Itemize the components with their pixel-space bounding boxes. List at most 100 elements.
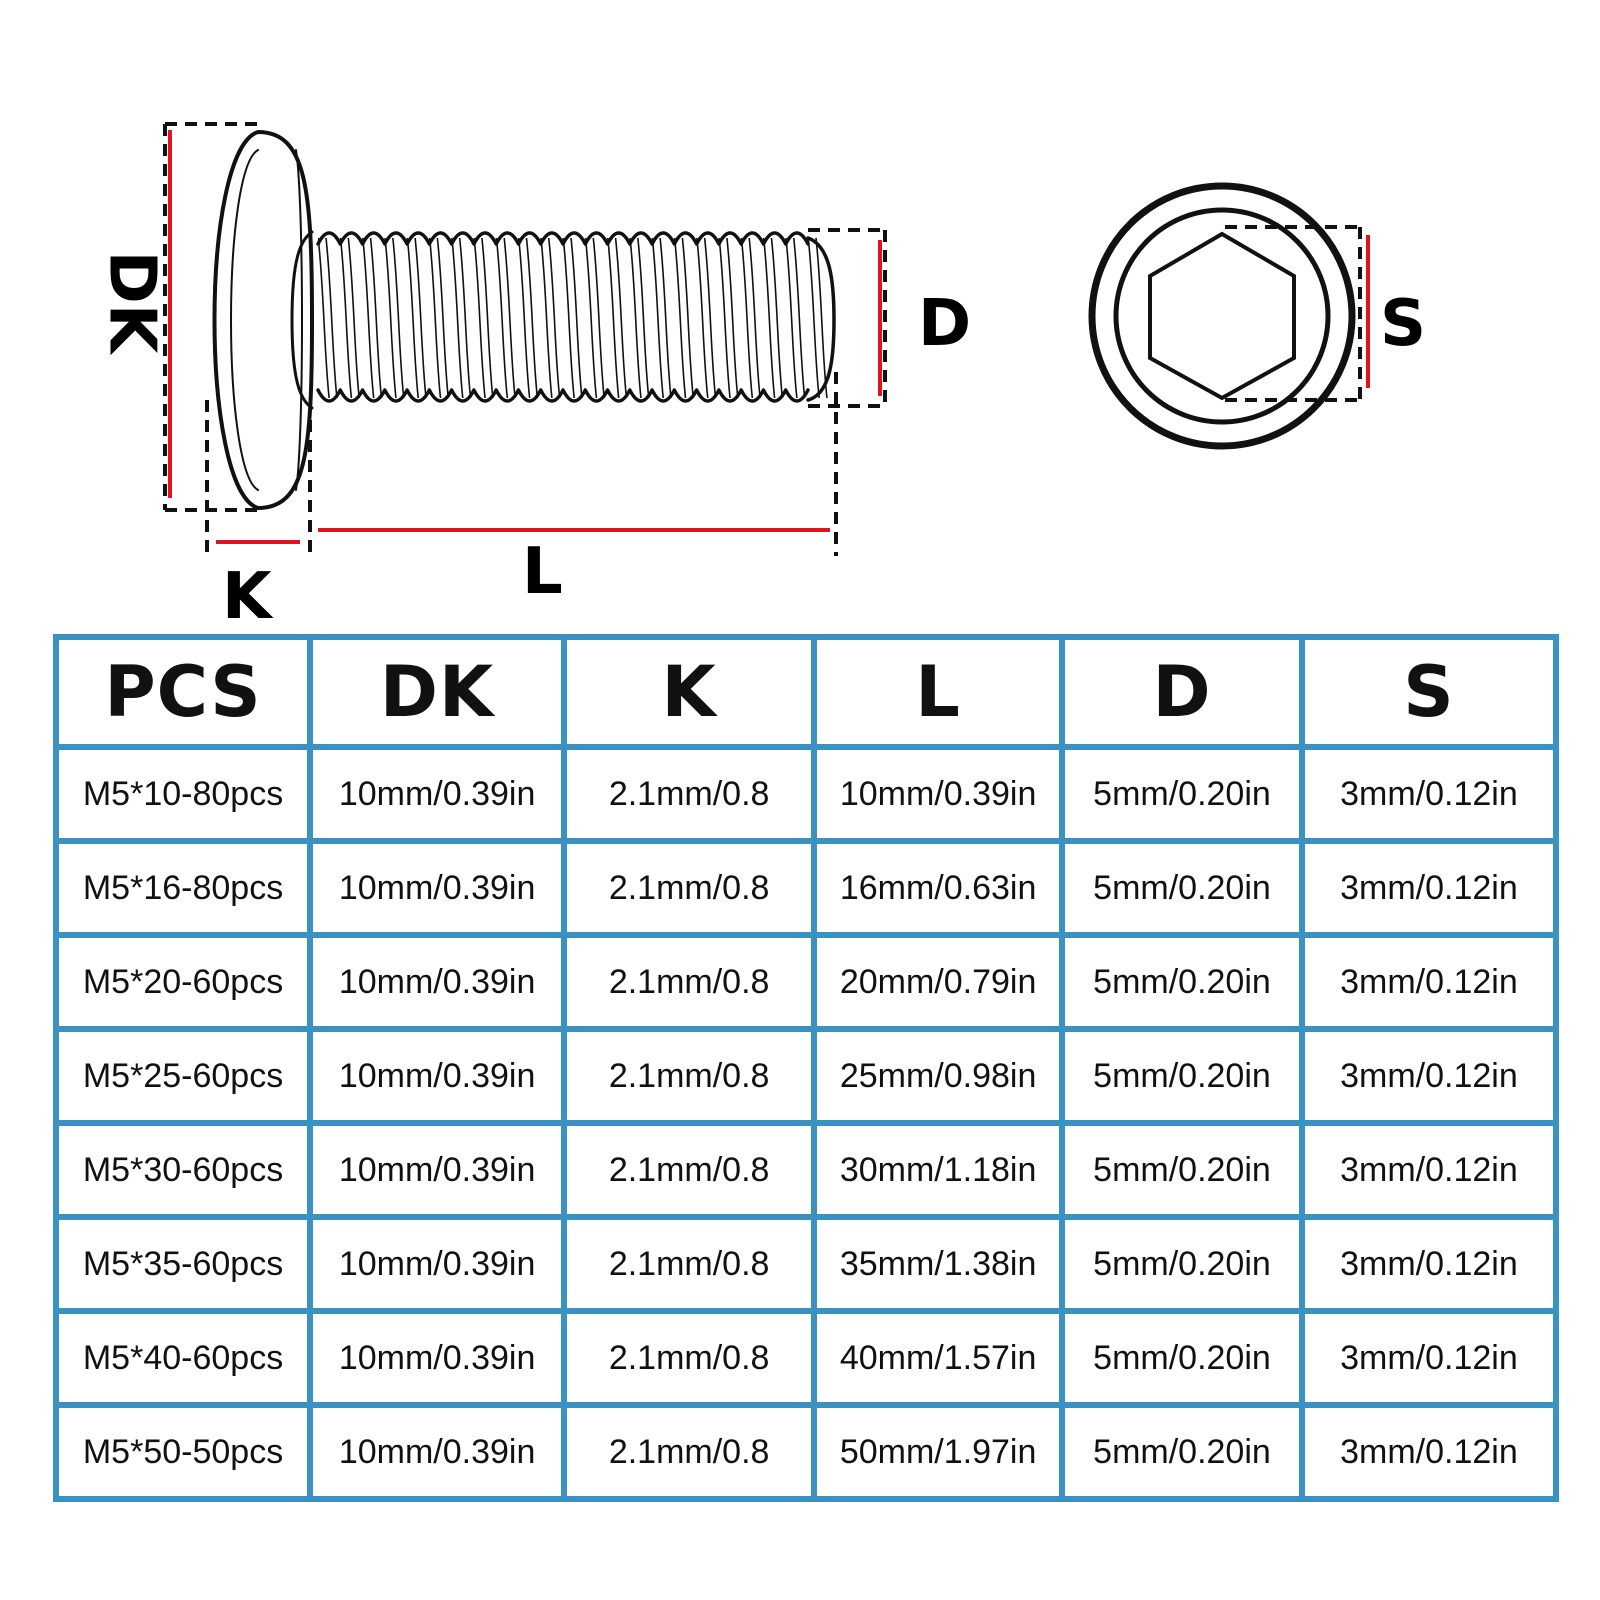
- thread-line: [681, 238, 695, 398]
- d-label: D: [918, 287, 972, 361]
- header-l: L: [811, 634, 1066, 750]
- spec-table: PCS DK K L D S M5*10-80pcs 10mm/0.39in 2…: [52, 634, 1560, 1502]
- head-end-view-outer: [1088, 182, 1356, 450]
- thread-line: [347, 238, 361, 398]
- thread-line: [503, 238, 516, 398]
- thread-line: [481, 238, 494, 398]
- thread-line: [629, 238, 642, 398]
- screw-dimension-diagram: DK K L D S: [0, 0, 1600, 640]
- cell-d: 5mm/0.20in: [1059, 838, 1305, 938]
- screw-head-inner: [230, 149, 259, 491]
- table-row: M5*16-80pcs 10mm/0.39in 2.1mm/0.8 16mm/0…: [52, 838, 1560, 938]
- thread-line: [726, 238, 739, 398]
- cell-k: 2.1mm/0.8: [561, 1308, 818, 1408]
- cell-l: 40mm/1.57in: [811, 1308, 1066, 1408]
- thread-line: [414, 238, 427, 398]
- header-s: S: [1298, 634, 1560, 750]
- thread-line: [369, 238, 383, 398]
- cell-s: 3mm/0.12in: [1298, 1026, 1560, 1126]
- cell-l: 25mm/0.98in: [811, 1026, 1066, 1126]
- thread-line: [740, 238, 754, 398]
- cell-k: 2.1mm/0.8: [561, 1402, 818, 1502]
- table-header-row: PCS DK K L D S: [52, 634, 1560, 750]
- thread-bottom-edge: [316, 388, 810, 403]
- thread-line: [562, 238, 575, 398]
- k-label: K: [222, 560, 272, 634]
- thread-line: [406, 238, 420, 398]
- cell-dk: 10mm/0.39in: [307, 1120, 568, 1220]
- thread-line: [606, 238, 620, 398]
- dk-label: DK: [94, 250, 169, 354]
- cell-k: 2.1mm/0.8: [561, 932, 818, 1032]
- cell-d: 5mm/0.20in: [1059, 1120, 1305, 1220]
- thread-line: [473, 238, 486, 398]
- table-row: M5*30-60pcs 10mm/0.39in 2.1mm/0.8 30mm/1…: [52, 1120, 1560, 1220]
- thread-line: [495, 238, 509, 398]
- cell-dk: 10mm/0.39in: [307, 1402, 568, 1502]
- cell-s: 3mm/0.12in: [1298, 838, 1560, 938]
- thread-line: [384, 238, 397, 398]
- cell-k: 2.1mm/0.8: [561, 744, 818, 844]
- cell-d: 5mm/0.20in: [1059, 1026, 1305, 1126]
- cell-pcs: M5*10-80pcs: [52, 744, 314, 844]
- screw-head-outline: [212, 130, 314, 510]
- cell-d: 5mm/0.20in: [1059, 1214, 1305, 1314]
- cell-k: 2.1mm/0.8: [561, 1120, 818, 1220]
- thread-line: [762, 238, 776, 398]
- cell-dk: 10mm/0.39in: [307, 838, 568, 938]
- cell-pcs: M5*50-50pcs: [52, 1402, 314, 1502]
- thread-line: [637, 238, 650, 398]
- cell-d: 5mm/0.20in: [1059, 1308, 1305, 1408]
- thread-line: [651, 238, 665, 398]
- thread-line: [659, 238, 672, 398]
- thread-line: [428, 238, 442, 398]
- cell-s: 3mm/0.12in: [1298, 932, 1560, 1032]
- cell-dk: 10mm/0.39in: [307, 1214, 568, 1314]
- screw-drawing: [163, 122, 1370, 556]
- thread-line: [703, 238, 717, 398]
- cell-d: 5mm/0.20in: [1059, 744, 1305, 844]
- thread-line: [451, 238, 464, 398]
- cell-s: 3mm/0.12in: [1298, 1402, 1560, 1502]
- thread-line: [584, 238, 598, 398]
- thread-line: [718, 238, 731, 398]
- thread-line: [525, 238, 539, 398]
- screw-tip: [806, 236, 836, 402]
- head-end-view-inner: [1113, 207, 1331, 425]
- thread-line: [436, 238, 450, 398]
- thread-line: [547, 238, 561, 398]
- cell-pcs: M5*35-60pcs: [52, 1214, 314, 1314]
- thread-line: [540, 238, 553, 398]
- cell-l: 30mm/1.18in: [811, 1120, 1066, 1220]
- header-dk: DK: [307, 634, 568, 750]
- cell-dk: 10mm/0.39in: [307, 744, 568, 844]
- thread-line: [792, 238, 806, 398]
- thread-line: [325, 238, 338, 398]
- thread-line: [517, 238, 531, 398]
- thread-line: [361, 238, 375, 398]
- thread-top-edge: [316, 231, 810, 246]
- cell-pcs: M5*25-60pcs: [52, 1026, 314, 1126]
- cell-dk: 10mm/0.39in: [307, 1026, 568, 1126]
- table-row: M5*40-60pcs 10mm/0.39in 2.1mm/0.8 40mm/1…: [52, 1308, 1560, 1408]
- thread-line: [318, 238, 330, 398]
- thread-line: [696, 238, 709, 398]
- cell-k: 2.1mm/0.8: [561, 1026, 818, 1126]
- thread-line: [770, 238, 784, 398]
- cell-d: 5mm/0.20in: [1059, 1402, 1305, 1502]
- table-row: M5*10-80pcs 10mm/0.39in 2.1mm/0.8 10mm/0…: [52, 744, 1560, 844]
- cell-s: 3mm/0.12in: [1298, 1120, 1560, 1220]
- thread-helix-lines: [318, 238, 828, 398]
- thread-line: [614, 238, 628, 398]
- thread-line: [748, 238, 761, 398]
- table-row: M5*20-60pcs 10mm/0.39in 2.1mm/0.8 20mm/0…: [52, 932, 1560, 1032]
- table-row: M5*35-60pcs 10mm/0.39in 2.1mm/0.8 35mm/1…: [52, 1214, 1560, 1314]
- thread-line: [339, 238, 353, 398]
- cell-l: 50mm/1.97in: [811, 1402, 1066, 1502]
- cell-pcs: M5*20-60pcs: [52, 932, 314, 1032]
- cell-l: 20mm/0.79in: [811, 932, 1066, 1032]
- table-row: M5*25-60pcs 10mm/0.39in 2.1mm/0.8 25mm/0…: [52, 1026, 1560, 1126]
- hex-socket: [1148, 231, 1296, 401]
- cell-d: 5mm/0.20in: [1059, 932, 1305, 1032]
- cell-k: 2.1mm/0.8: [561, 838, 818, 938]
